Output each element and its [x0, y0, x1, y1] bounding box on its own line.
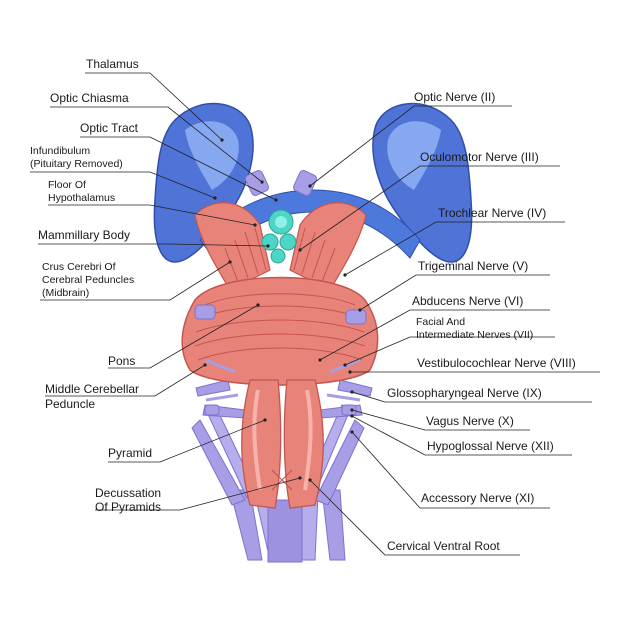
- label-optic-chiasma: Optic Chiasma: [50, 91, 129, 105]
- label-mammillary-body: Mammillary Body: [38, 228, 131, 242]
- label-facial-nerve-line2: Intermediate Nerves (VII): [416, 329, 534, 341]
- label-infundibulum-line2: (Pituitary Removed): [30, 158, 123, 170]
- label-floor-hypothalamus-line1: Floor Of: [48, 179, 86, 191]
- label-oculomotor-nerve: Oculomotor Nerve (III): [420, 150, 539, 164]
- label-decussation-line1: Decussation: [95, 486, 162, 500]
- label-thalamus: Thalamus: [86, 57, 139, 71]
- label-abducens-nerve: Abducens Nerve (VI): [412, 294, 524, 308]
- trigeminal-stubs: [194, 304, 367, 325]
- medulla-pyramids: [241, 379, 324, 509]
- label-crus-cerebri-line2: Cerebral Peduncles: [42, 274, 135, 286]
- spinal-cord-roots: [229, 489, 346, 563]
- label-decussation-line2: Of Pyramids: [95, 500, 162, 514]
- optic-nerve-stubs: [245, 170, 317, 196]
- label-middle-cerebellar-line2: Peduncle: [45, 397, 96, 411]
- label-trigeminal-nerve: Trigeminal Nerve (V): [418, 259, 529, 273]
- label-trochlear-nerve: Trochlear Nerve (IV): [438, 206, 547, 220]
- label-facial-nerve-line1: Facial And: [416, 316, 466, 328]
- label-pons: Pons: [108, 354, 136, 368]
- label-accessory-nerve: Accessory Nerve (XI): [421, 491, 535, 505]
- label-crus-cerebri-line1: Crus Cerebri Of: [42, 261, 116, 273]
- leader-dots: [203, 138, 362, 482]
- label-vagus-nerve: Vagus Nerve (X): [426, 414, 514, 428]
- label-glossopharyngeal-nerve: Glossopharyngeal Nerve (IX): [387, 386, 542, 400]
- label-middle-cerebellar-line1: Middle Cerebellar: [45, 382, 140, 396]
- leader-lines: [30, 72, 600, 556]
- label-cervical-ventral-root: Cervical Ventral Root: [387, 539, 500, 553]
- label-vestibulocochlear-nerve: Vestibulocochlear Nerve (VIII): [417, 356, 576, 370]
- label-crus-cerebri-line3: (Midbrain): [42, 287, 90, 299]
- label-optic-tract: Optic Tract: [80, 121, 139, 135]
- label-optic-nerve: Optic Nerve (II): [414, 90, 496, 104]
- label-hypoglossal-nerve: Hypoglossal Nerve (XII): [427, 439, 554, 453]
- label-pyramid: Pyramid: [108, 446, 153, 460]
- label-floor-hypothalamus-line2: Hypothalamus: [48, 192, 116, 204]
- label-infundibulum-line1: Infundibulum: [30, 145, 91, 157]
- pons: [181, 276, 379, 386]
